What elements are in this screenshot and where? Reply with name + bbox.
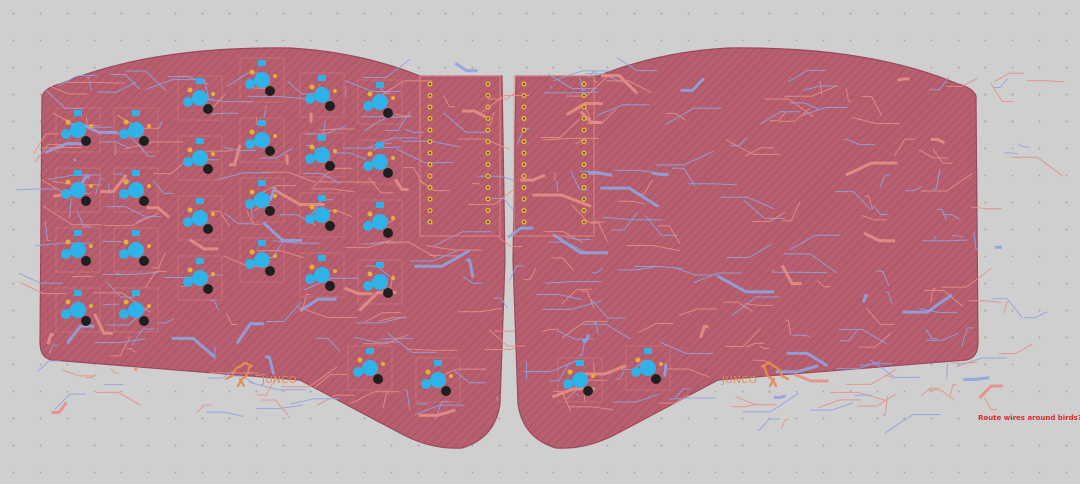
left-logo: JUNCO [224, 362, 297, 388]
right-keyboard-half[interactable]: JUNCO [480, 47, 1080, 449]
key-switch-footprint [357, 79, 403, 125]
key-switch-footprint [177, 135, 223, 181]
key-switch-footprint [299, 192, 345, 238]
key-switch-footprint [55, 167, 101, 213]
key-switch-footprint [299, 132, 345, 178]
junco-bird-icon [760, 362, 790, 388]
key-switch-footprint [357, 139, 403, 185]
right-mcu-footprint[interactable] [513, 75, 595, 237]
right-key-switches [557, 345, 671, 403]
junco-bird-icon [224, 362, 254, 388]
key-switch-footprint [113, 107, 159, 153]
left-board-outline [39, 47, 506, 449]
key-switch-footprint [177, 255, 223, 301]
key-switch-footprint [55, 107, 101, 153]
key-switch-footprint [113, 167, 159, 213]
key-switch-footprint [55, 227, 101, 273]
key-switch-footprint [625, 345, 671, 391]
left-keyboard-half[interactable]: JUNCO [16, 47, 545, 449]
key-switch-footprint [239, 177, 285, 223]
design-note-text: Route wires around birds? [978, 414, 1080, 422]
key-switch-footprint [113, 287, 159, 333]
key-switch-footprint [415, 357, 461, 403]
key-switch-footprint [113, 227, 159, 273]
left-mcu-footprint[interactable] [419, 75, 501, 237]
key-switch-footprint [357, 259, 403, 305]
key-switch-footprint [55, 287, 101, 333]
left-logo-text: JUNCO [261, 375, 297, 386]
key-switch-footprint [299, 252, 345, 298]
key-switch-footprint [177, 195, 223, 241]
key-switch-footprint [557, 357, 603, 403]
right-logo-text: JUNCO [721, 375, 757, 386]
right-logo: JUNCO [721, 362, 790, 388]
key-switch-footprint [347, 345, 393, 391]
key-switch-footprint [177, 75, 223, 121]
key-switch-footprint [239, 237, 285, 283]
left-key-switches [55, 57, 461, 403]
key-switch-footprint [239, 57, 285, 103]
key-switch-footprint [299, 72, 345, 118]
right-board-outline [512, 47, 979, 449]
key-switch-footprint [357, 199, 403, 245]
key-switch-footprint [239, 117, 285, 163]
